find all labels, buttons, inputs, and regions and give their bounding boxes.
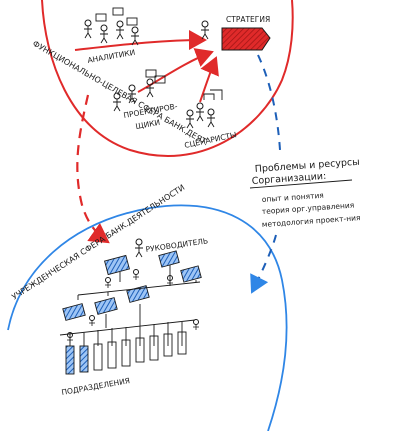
analyst-body-3 xyxy=(116,27,124,40)
designer-body-1 xyxy=(113,99,121,112)
staff-body-4 xyxy=(89,320,95,326)
division-bar-3 xyxy=(93,343,103,371)
screenwriter-head-1 xyxy=(186,109,194,117)
org-structure: РУКОВОДИТЕЛЬ ПОДРАЗДЕЛЕНИЯ xyxy=(59,236,209,397)
analysts-label: АНАЛИТИКИ xyxy=(87,48,136,65)
staff-head-5 xyxy=(193,319,199,325)
manager-label: РУКОВОДИТЕЛЬ xyxy=(145,236,209,254)
functional-to-institutional-arrow xyxy=(76,94,110,244)
screenwriter-body-3 xyxy=(207,115,215,128)
staff-head-4 xyxy=(89,315,95,321)
staff-body-6 xyxy=(67,337,73,343)
strategy-label: СТРАТЕГИЯ xyxy=(226,15,270,24)
division-bar-1 xyxy=(65,345,75,375)
level2-box-5 xyxy=(62,303,86,321)
strategist-head xyxy=(201,20,209,28)
board-4 xyxy=(145,69,157,78)
level2-box-2 xyxy=(180,265,202,283)
designer-body-2 xyxy=(128,91,136,104)
board-1 xyxy=(95,13,107,22)
arrow-screenwriters-strategy xyxy=(199,56,219,103)
analyst-body-2 xyxy=(100,31,108,44)
screenwriters-sign xyxy=(203,89,223,100)
screenwriter-body-2 xyxy=(196,109,204,122)
manager-box xyxy=(104,254,130,276)
division-bar-5 xyxy=(121,339,131,367)
staff-head-1 xyxy=(105,277,111,283)
screenwriters-group: СЦЕНАРИСТЫ xyxy=(184,89,237,150)
arrow-designers-strategy xyxy=(137,48,214,93)
screenwriter-body-1 xyxy=(186,116,194,129)
strategy-block: СТРАТЕГИЯ xyxy=(201,15,271,51)
analyst-head-2 xyxy=(100,24,108,32)
strategy-shape xyxy=(221,27,271,51)
staff-head-2 xyxy=(133,269,139,275)
analyst-head-4 xyxy=(131,26,139,34)
division-bar-9 xyxy=(177,331,187,355)
division-bar-4 xyxy=(107,341,117,369)
resources-block: Проблемы и ресурсы Сорганизации: опыт и … xyxy=(249,157,361,229)
strategist-body xyxy=(201,27,209,40)
division-bar-6 xyxy=(135,337,145,363)
board-5 xyxy=(154,75,166,84)
resources-to-structure-arrow xyxy=(250,234,277,294)
division-bar-8 xyxy=(163,333,173,357)
analyst-body-1 xyxy=(84,26,92,39)
arrow-analysts-strategy xyxy=(74,30,207,51)
resource-item-1: опыт и понятия xyxy=(262,191,325,204)
board-3 xyxy=(126,17,138,26)
manager-head xyxy=(135,238,143,246)
designer-head-2 xyxy=(128,84,136,92)
manager-body xyxy=(135,245,143,258)
level2-box-3 xyxy=(126,285,150,303)
staff-body-2 xyxy=(133,274,139,280)
analyst-head-3 xyxy=(116,20,124,28)
analyst-body-4 xyxy=(131,33,139,46)
functional-zone-boundary xyxy=(41,0,294,157)
designer-body-3 xyxy=(146,85,154,98)
analysts-group: АНАЛИТИКИ xyxy=(84,7,139,65)
level2-box-1 xyxy=(158,250,180,268)
institutional-zone-boundary xyxy=(7,204,288,431)
staff-body-1 xyxy=(105,282,111,288)
staff-body-3 xyxy=(167,280,173,286)
division-bar-2 xyxy=(79,345,89,373)
staff-body-5 xyxy=(193,324,199,330)
resource-item-3: методология проект-ния xyxy=(262,213,361,229)
level2-box-4 xyxy=(94,297,118,315)
resources-title-line2: Сорганизации: xyxy=(251,171,326,187)
strategy-to-resources-arrow xyxy=(257,54,281,151)
screenwriter-head-2 xyxy=(196,102,204,110)
board-2 xyxy=(112,7,124,16)
divisions-label: ПОДРАЗДЕЛЕНИЯ xyxy=(61,376,131,397)
analyst-head-1 xyxy=(84,19,92,27)
designers-label-line2: ЩИКИ xyxy=(135,118,161,131)
screenwriter-head-3 xyxy=(207,108,215,116)
division-bar-7 xyxy=(149,335,159,361)
resources-title-underline xyxy=(249,179,353,189)
